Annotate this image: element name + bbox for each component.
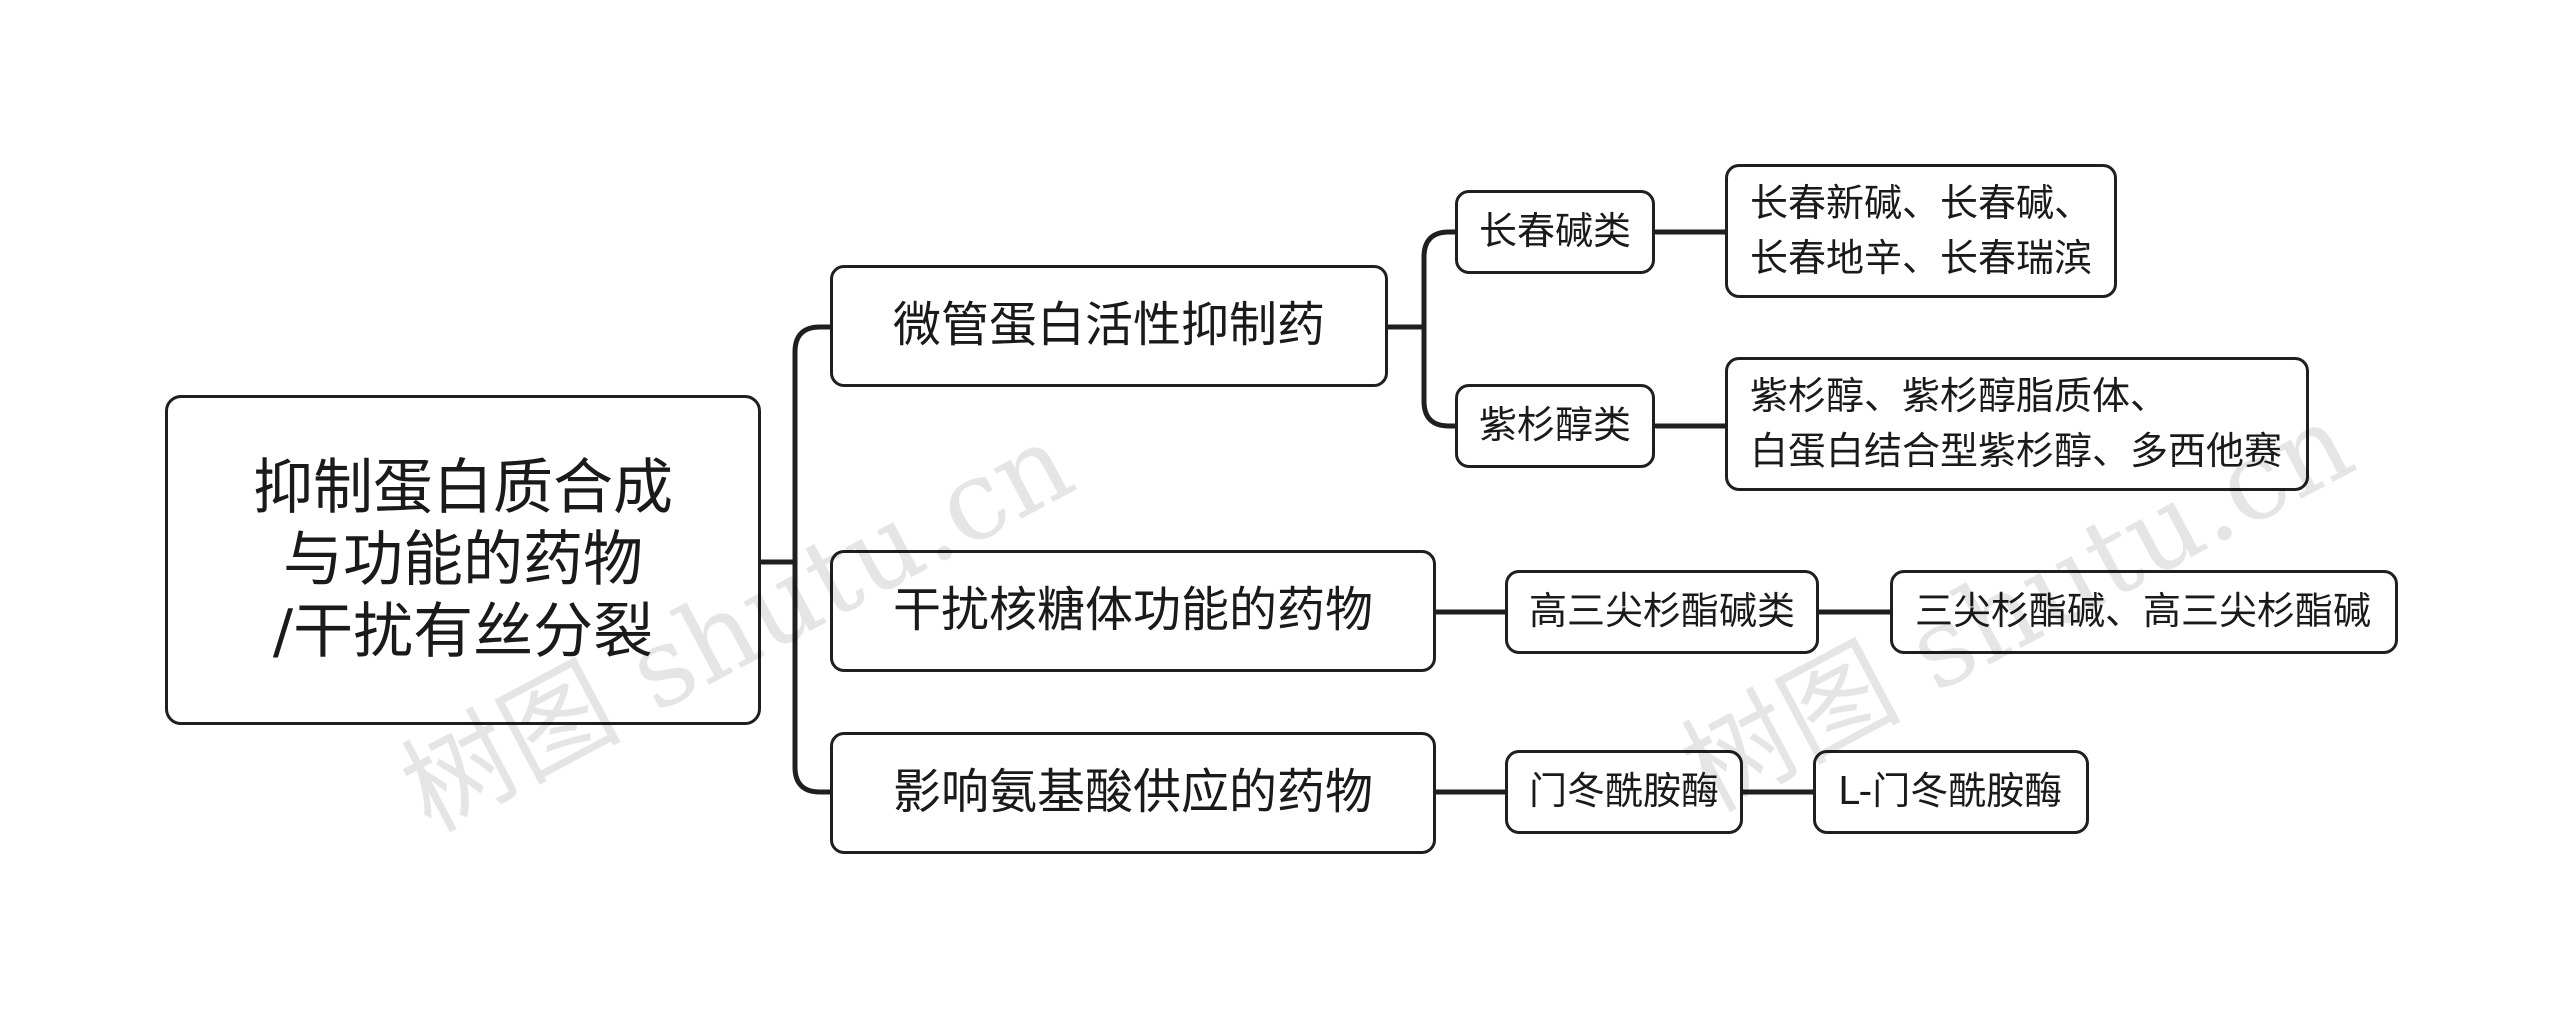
- branch-microtubule-inhibitors[interactable]: 微管蛋白活性抑制药: [830, 265, 1388, 387]
- connector-root-branch-3: [792, 559, 839, 795]
- connector-b1-child-2: [1421, 324, 1463, 429]
- subtopic-vinca-alkaloids[interactable]: 长春碱类: [1455, 190, 1655, 274]
- connector-b1-child-1: [1421, 229, 1463, 330]
- detail-taxane-drugs[interactable]: 紫杉醇、紫杉醇脂质体、 白蛋白结合型紫杉醇、多西他赛: [1725, 357, 2309, 491]
- detail-vinca-drugs[interactable]: 长春新碱、长春碱、 长春地辛、长春瑞滨: [1725, 164, 2117, 298]
- subtopic-homoharringtonine[interactable]: 高三尖杉酯碱类: [1505, 570, 1819, 654]
- subtopic-asparaginase[interactable]: 门冬酰胺酶: [1505, 750, 1743, 834]
- connector-root-branch-1: [792, 324, 839, 565]
- detail-harringtonine-drugs[interactable]: 三尖杉酯碱、高三尖杉酯碱: [1890, 570, 2398, 654]
- subtopic-taxanes[interactable]: 紫杉醇类: [1455, 384, 1655, 468]
- root-topic[interactable]: 抑制蛋白质合成 与功能的药物 /干扰有丝分裂: [165, 395, 761, 725]
- detail-l-asparaginase[interactable]: L-门冬酰胺酶: [1813, 750, 2089, 834]
- branch-ribosome-interference[interactable]: 干扰核糖体功能的药物: [830, 550, 1436, 672]
- branch-amino-acid-supply[interactable]: 影响氨基酸供应的药物: [830, 732, 1436, 854]
